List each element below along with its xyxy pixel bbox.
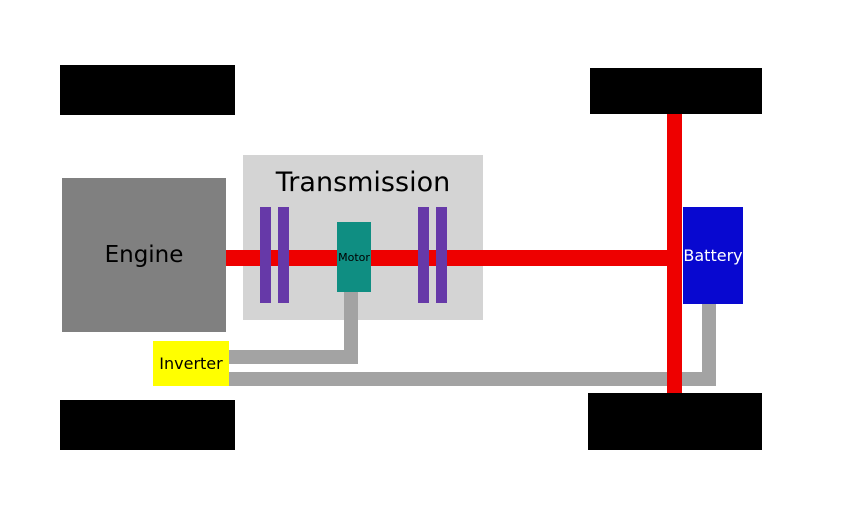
motor-block: Motor bbox=[337, 222, 371, 292]
wheel-bottom-left bbox=[60, 400, 235, 450]
motor-label: Motor bbox=[338, 250, 370, 264]
clutch-right-bar-icon bbox=[418, 207, 429, 303]
engine-label: Engine bbox=[104, 242, 184, 268]
drive-shaft-horizontal bbox=[224, 250, 682, 266]
transmission-label: Transmission bbox=[275, 167, 451, 198]
engine-block: Engine bbox=[62, 178, 226, 332]
axle-shaft-vertical bbox=[667, 110, 682, 420]
wheel-top-right bbox=[590, 68, 762, 114]
wire-battery-vertical bbox=[702, 303, 716, 386]
clutch-left-bar-icon bbox=[278, 207, 289, 303]
wheel-top-left bbox=[60, 65, 235, 115]
battery-label: Battery bbox=[683, 246, 743, 265]
clutch-right-bar-icon bbox=[436, 207, 447, 303]
battery-block: Battery bbox=[683, 207, 743, 304]
inverter-block: Inverter bbox=[153, 341, 229, 386]
clutch-left-bar-icon bbox=[260, 207, 271, 303]
wire-inverter-to-battery bbox=[228, 372, 716, 386]
wire-motor-vertical bbox=[344, 290, 358, 364]
wheel-bottom-right bbox=[588, 393, 762, 450]
inverter-label: Inverter bbox=[159, 354, 223, 373]
wire-inverter-to-motor bbox=[228, 350, 358, 364]
